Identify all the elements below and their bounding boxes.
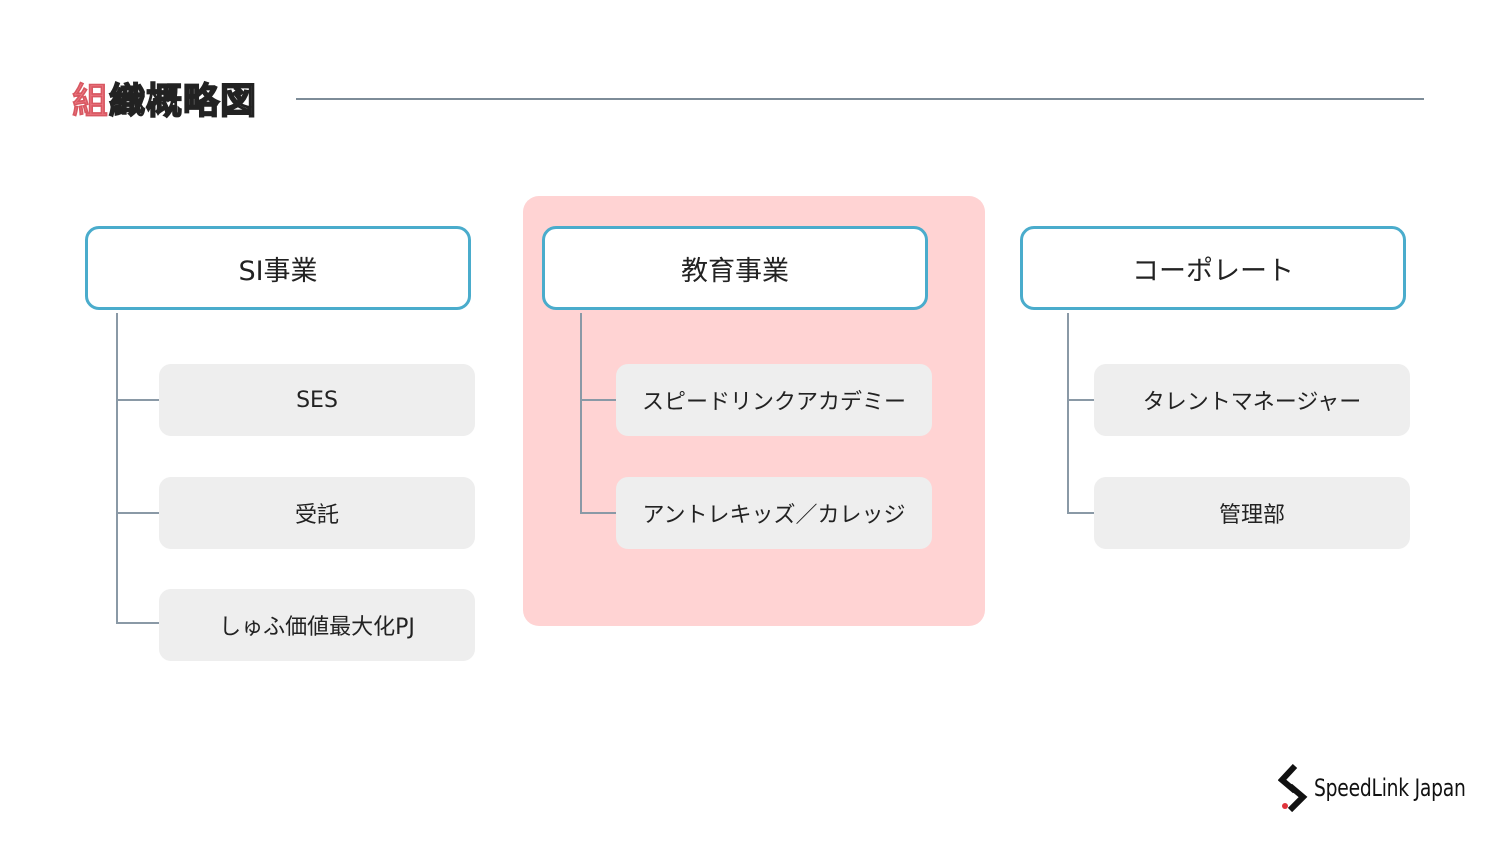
title-divider xyxy=(296,98,1424,100)
page-title: 組織概略図 xyxy=(72,78,257,126)
unit-speedlink-academy: スピードリンクアカデミー xyxy=(616,364,932,436)
connector-trunk-si xyxy=(116,313,118,624)
connector-trunk-education xyxy=(580,313,582,514)
unit-shufu-pj: しゅふ価値最大化PJ xyxy=(159,589,475,661)
connector-trunk-corporate xyxy=(1067,313,1069,514)
connector-branch-ses xyxy=(116,399,160,401)
department-education: 教育事業 xyxy=(542,226,928,310)
connector-branch-shufu xyxy=(116,622,160,624)
connector-branch-kids xyxy=(580,512,617,514)
connector-branch-admin xyxy=(1067,512,1095,514)
title-accent-char: 組 xyxy=(72,81,110,123)
connector-branch-contract xyxy=(116,512,160,514)
title-rest: 織概略図 xyxy=(108,80,258,123)
unit-contract: 受託 xyxy=(159,477,475,549)
department-si: SI事業 xyxy=(85,226,471,310)
connector-branch-talent xyxy=(1067,399,1095,401)
connector-branch-academy xyxy=(580,399,617,401)
speedlink-logo: SpeedLink Japan xyxy=(1278,764,1500,812)
unit-administration: 管理部 xyxy=(1094,477,1410,549)
unit-talent-manager: タレントマネージャー xyxy=(1094,364,1410,436)
unit-ses: SES xyxy=(159,364,475,436)
logo-text: SpeedLink Japan xyxy=(1314,774,1466,802)
speedlink-s-logo-icon xyxy=(1278,764,1308,812)
unit-entre-kids-college: アントレキッズ／カレッジ xyxy=(616,477,932,549)
department-corporate: コーポレート xyxy=(1020,226,1406,310)
